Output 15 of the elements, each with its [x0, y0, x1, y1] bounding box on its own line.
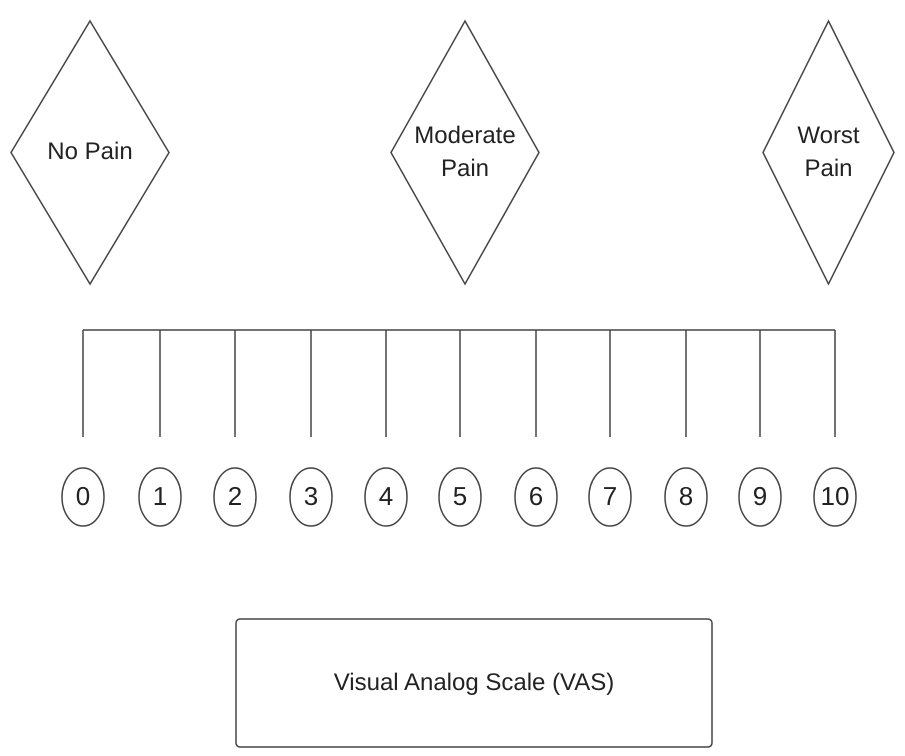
scale-number: 4	[378, 480, 394, 514]
scale-number: 8	[678, 480, 694, 514]
scale-number: 3	[304, 480, 318, 514]
scale-number: 9	[752, 480, 768, 514]
scale-number: 5	[452, 480, 468, 514]
scale-number: 1	[152, 480, 168, 514]
pain-label: No Pain	[47, 137, 133, 168]
pain-label: Worst Pain	[796, 121, 861, 184]
scale-number: 10	[820, 480, 850, 514]
scale-title: Visual Analog Scale (VAS)	[334, 668, 614, 698]
scale-number: 7	[602, 480, 618, 514]
pain-label: Moderate Pain	[413, 121, 517, 184]
scale-number: 0	[76, 480, 90, 514]
scale-number: 2	[228, 480, 242, 514]
scale-number: 6	[528, 480, 544, 514]
